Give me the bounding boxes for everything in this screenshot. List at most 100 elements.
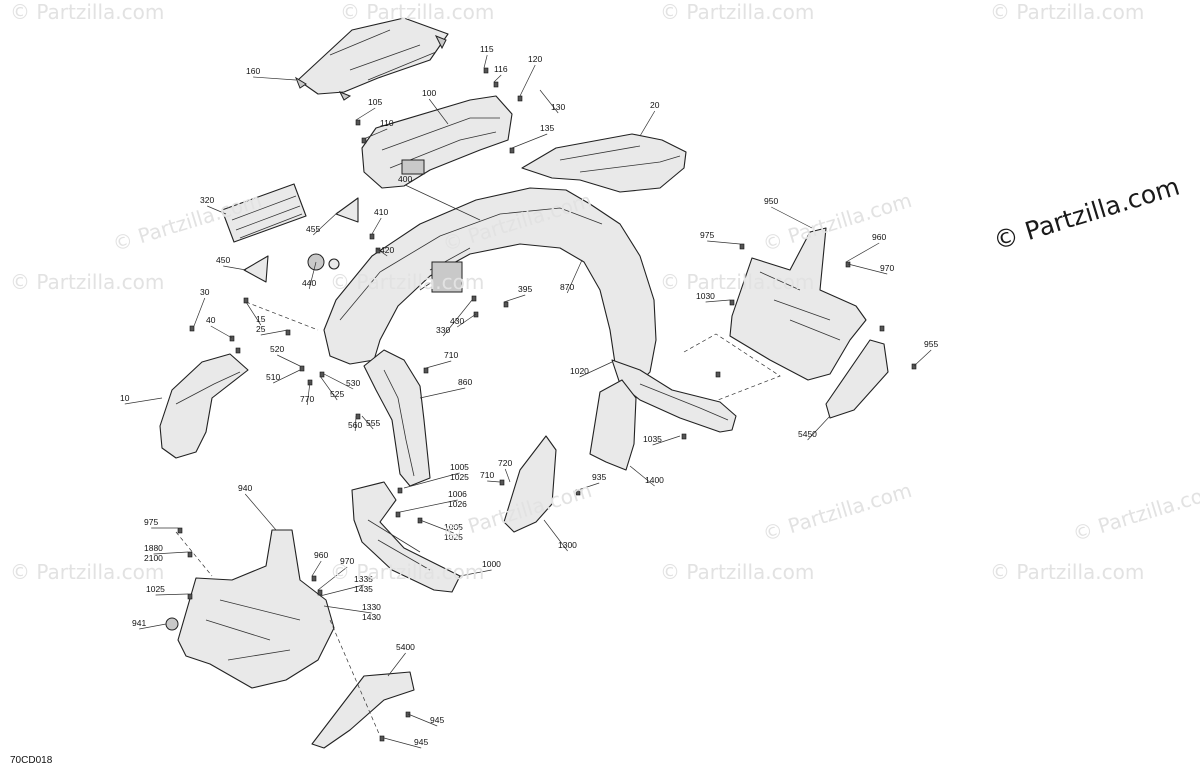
leader-line [543, 519, 568, 552]
leader-line [511, 133, 548, 149]
callout-label: 420 [380, 245, 394, 255]
callout-label: 430 [450, 316, 464, 326]
leader-line [155, 593, 189, 596]
leader-line [153, 551, 189, 555]
leader-line [308, 261, 317, 290]
callout-label: 15 [256, 314, 266, 324]
leader-line [210, 325, 233, 339]
leader-line [629, 465, 655, 487]
callout-label: 1030 [696, 291, 715, 301]
part-10-fender [159, 353, 249, 459]
watermark-tile: © Partzilla.com [10, 270, 165, 294]
callout-label: 950 [764, 196, 778, 206]
callout-label: 975 [700, 230, 714, 240]
callout-label: 525 [330, 389, 344, 399]
leader-line [705, 299, 731, 303]
leader-line [913, 349, 932, 367]
callout-label: 1300 [558, 540, 577, 550]
callout-label: 960 [314, 550, 328, 560]
leader-line [306, 381, 311, 406]
part-950-floor [729, 227, 867, 381]
callout-label: 30 [200, 287, 210, 297]
callout-label: 975 [144, 517, 158, 527]
leader-line [244, 493, 277, 531]
callout-label: 520 [270, 344, 284, 354]
leader-line [707, 240, 741, 245]
callout-label: 25 [256, 324, 266, 334]
callout-label: 115 [480, 44, 494, 54]
leader-line [207, 205, 227, 215]
callout-label: 320 [200, 195, 214, 205]
leader-line [273, 369, 301, 384]
leader-line [323, 605, 372, 614]
callout-label: 710 [444, 350, 458, 360]
leader-line [354, 415, 357, 432]
part-1400-panel [589, 379, 637, 471]
leader-line [311, 560, 322, 577]
watermark-tile: © Partzilla.com [660, 0, 815, 24]
callout-label: 20 [650, 100, 660, 110]
leader-line [539, 89, 559, 114]
leader-line [845, 242, 880, 263]
leader-line [223, 265, 247, 271]
callout-label: 40 [206, 315, 216, 325]
leader-line [405, 184, 481, 221]
callout-label: 450 [216, 255, 230, 265]
watermark-tile: © Partzilla.com [10, 560, 165, 584]
leader-line [260, 329, 289, 336]
callout-label: 710 [480, 470, 494, 480]
watermark-tile: © Partzilla.com [10, 0, 165, 24]
leader-line [503, 294, 526, 303]
leader-line [371, 217, 382, 235]
leader-line [566, 259, 583, 294]
leader-line [139, 623, 167, 630]
diagram-code: 70CD018 [10, 755, 53, 766]
callout-label: 870 [560, 282, 574, 292]
leader-line [483, 54, 488, 69]
callout-label: 116 [494, 64, 508, 74]
callout-label: 400 [398, 174, 412, 184]
leader-line [375, 247, 388, 257]
leader-line [419, 519, 454, 534]
callout-label: 330 [436, 325, 450, 335]
callout-label: 455 [306, 224, 320, 234]
leader-line [407, 713, 438, 727]
callout-label: 945 [414, 737, 428, 747]
leader-line [771, 206, 813, 229]
callout-label: 440 [302, 278, 316, 288]
leader-line [399, 499, 458, 513]
watermark-tile: © Partzilla.com [660, 270, 815, 294]
leader-line [319, 375, 338, 401]
leader-line [579, 361, 613, 378]
leader-line [193, 297, 206, 327]
leader-line [442, 299, 473, 337]
part-5450-bracket [825, 339, 889, 419]
watermark-tile: © Partzilla.com [340, 0, 495, 24]
callout-label: 940 [238, 483, 252, 493]
callout-label: 720 [498, 458, 512, 468]
callout-label: 5450 [798, 429, 817, 439]
callout-label: 1400 [645, 475, 664, 485]
watermark-tile: © Partzilla.com [330, 270, 485, 294]
callout-label: 935 [592, 472, 606, 482]
leader-line [383, 737, 422, 749]
part-5400-bracket [311, 671, 415, 749]
callout-label: 555 [366, 418, 380, 428]
callout-label: 410 [374, 207, 388, 217]
watermark-tile: © Partzilla.com [990, 0, 1145, 24]
part-20-hood [521, 133, 687, 193]
callout-label: 945 [430, 715, 444, 725]
callout-label: 130 [551, 102, 565, 112]
leader-line [277, 354, 301, 367]
callout-label: 120 [528, 54, 542, 64]
watermark-tile: © Partzilla.com [330, 560, 485, 584]
watermark-tile: © Partzilla.com [990, 560, 1145, 584]
part-420-washer [328, 258, 340, 270]
callout-label: 970 [880, 263, 894, 273]
